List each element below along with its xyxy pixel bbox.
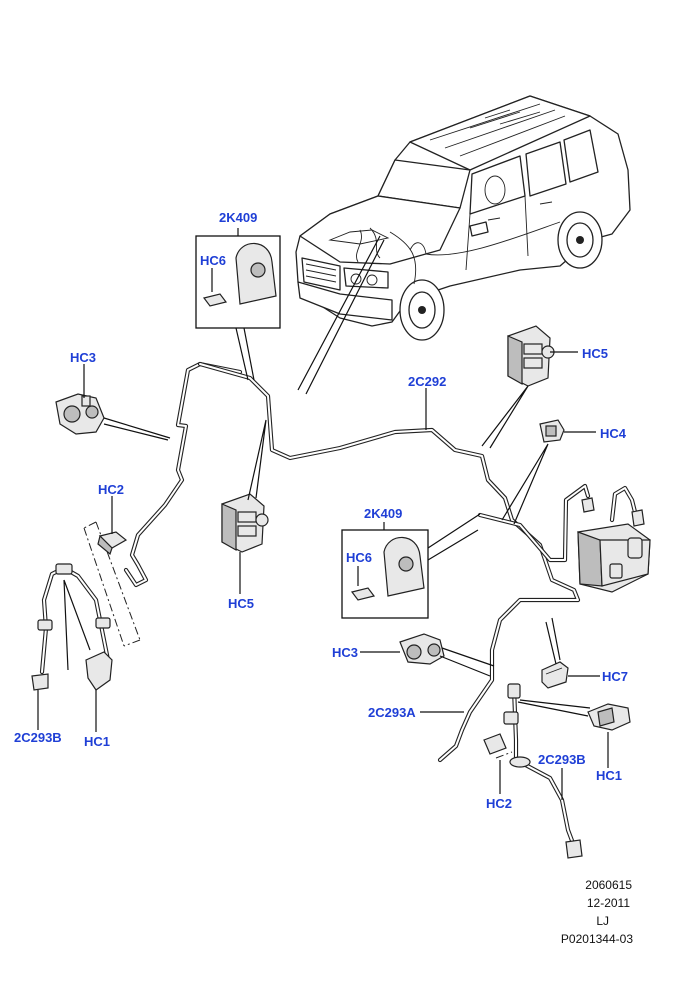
clip-hc3-mid	[399, 633, 445, 665]
ref-code: 2060615	[585, 878, 632, 892]
label-hc7: HC7	[602, 669, 628, 684]
ref-date: 12-2011	[587, 896, 630, 910]
reference-block: 2060615 12-2011 LJ P0201344-03	[561, 878, 633, 946]
label-hc2-left: HC2	[98, 482, 124, 497]
clip-hc7	[541, 661, 569, 689]
label-hose-left: 2C293B	[14, 730, 62, 745]
label-kit-top: 2K409	[219, 210, 257, 225]
kit-box-top	[195, 235, 281, 329]
vehicle-illustration	[295, 95, 631, 341]
label-hc5-left: HC5	[228, 596, 254, 611]
leader-lines	[37, 228, 609, 800]
kit-box-mid	[341, 529, 429, 619]
label-kit-mid: 2K409	[364, 506, 402, 521]
left-hose-assembly	[31, 521, 141, 691]
clip-hc2-left	[97, 531, 128, 556]
valve-block-hc5-left	[221, 493, 269, 553]
label-hc5-right: HC5	[582, 346, 608, 361]
label-hc2-right: HC2	[486, 796, 512, 811]
abs-modulator	[577, 497, 651, 593]
clip-hc1-right	[587, 703, 631, 731]
ref-initials: LJ	[596, 914, 609, 928]
valve-block-hc5-right	[507, 325, 555, 387]
label-pipe-right: 2C293A	[368, 705, 416, 720]
label-hc3-left: HC3	[70, 350, 96, 365]
clip-hc3-left	[55, 393, 105, 435]
callout-labels: 2K409 HC6 HC3 HC2 HC5 2C293B HC1 HC5 2C2…	[14, 210, 628, 811]
ref-part: P0201344-03	[561, 932, 633, 946]
right-hose-assembly	[483, 683, 583, 859]
label-hose-right: 2C293B	[538, 752, 586, 767]
label-hc4: HC4	[600, 426, 627, 441]
brake-pipe-runs	[123, 361, 639, 763]
label-hc1-left: HC1	[84, 734, 110, 749]
clip-hc4	[539, 419, 565, 443]
label-hc6-mid: HC6	[346, 550, 372, 565]
label-hc6-top: HC6	[200, 253, 226, 268]
label-hc1-right: HC1	[596, 768, 622, 783]
label-hc3-mid: HC3	[332, 645, 358, 660]
label-pipe-main: 2C292	[408, 374, 446, 389]
